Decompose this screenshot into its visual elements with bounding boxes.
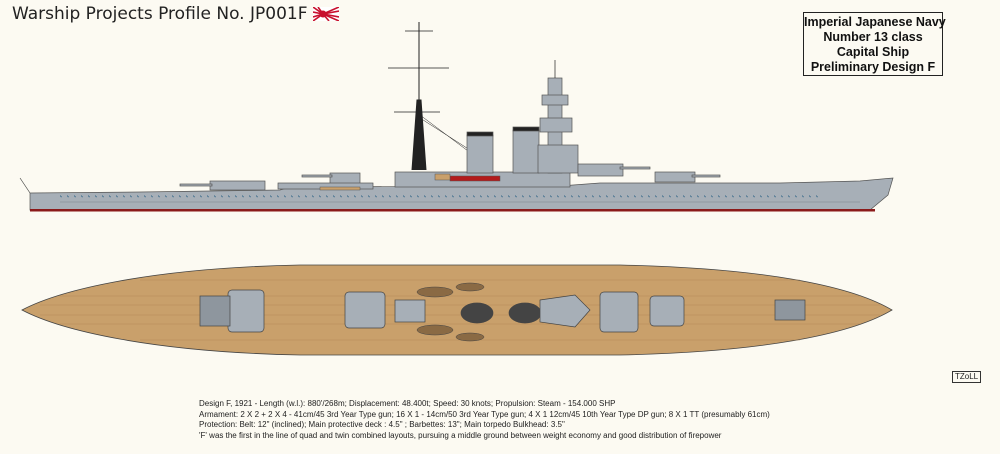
spec-notes: 'F' was the first in the line of quad an… bbox=[199, 430, 722, 440]
boats bbox=[416, 282, 485, 342]
title-text: Warship Projects Profile No. JP001F bbox=[12, 4, 308, 24]
id-line-navy: Imperial Japanese Navy bbox=[804, 15, 946, 29]
funnel-aft-top bbox=[460, 302, 494, 324]
boat bbox=[319, 186, 361, 191]
portholes bbox=[59, 195, 821, 198]
deck-planking bbox=[40, 279, 880, 341]
side-profile bbox=[19, 22, 894, 212]
mainmast bbox=[388, 22, 481, 171]
fore-twin-turret bbox=[649, 295, 685, 327]
waterline bbox=[30, 209, 875, 212]
fore-quad-turret bbox=[599, 291, 639, 333]
funnels bbox=[466, 126, 540, 174]
fore-turret-quad bbox=[577, 163, 651, 177]
fore-tower-top bbox=[539, 294, 591, 328]
ship-identification-box: Imperial Japanese Navy Number 13 class C… bbox=[803, 12, 946, 76]
superstructure-aft bbox=[394, 299, 426, 323]
artist-signature: TZoLL bbox=[952, 371, 982, 383]
id-line-type: Capital Ship bbox=[836, 45, 910, 59]
boat-red bbox=[449, 175, 501, 182]
page-title: Warship Projects Profile No. JP001F bbox=[12, 4, 340, 24]
id-line-class: Number 13 class bbox=[823, 30, 923, 44]
fore-tower bbox=[537, 60, 579, 174]
aft-turret-quad bbox=[179, 180, 266, 191]
spec-general: Design F, 1921 - Length (w.l.): 880'/268… bbox=[199, 399, 616, 408]
spec-armament: Armament: 2 X 2 + 2 X 4 - 41cm/45 3rd Ye… bbox=[199, 409, 770, 419]
specifications-text: Design F, 1921 - Length (w.l.): 880'/268… bbox=[199, 399, 770, 441]
id-line-design: Preliminary Design F bbox=[810, 60, 936, 74]
fore-turret-twin bbox=[654, 171, 721, 183]
funnel-aft bbox=[466, 134, 494, 174]
aft-turret-twin bbox=[277, 172, 374, 190]
funnel-fore bbox=[512, 129, 540, 174]
rising-sun-flag-icon bbox=[313, 7, 340, 21]
funnel-fore-top bbox=[508, 302, 542, 324]
plan-view bbox=[21, 264, 893, 356]
deck-outline bbox=[21, 264, 893, 356]
aft-quad-turret bbox=[227, 289, 265, 333]
aft-twin-turret bbox=[344, 291, 386, 329]
spec-protection: Protection: Belt: 12" (inclined); Main p… bbox=[199, 420, 565, 430]
